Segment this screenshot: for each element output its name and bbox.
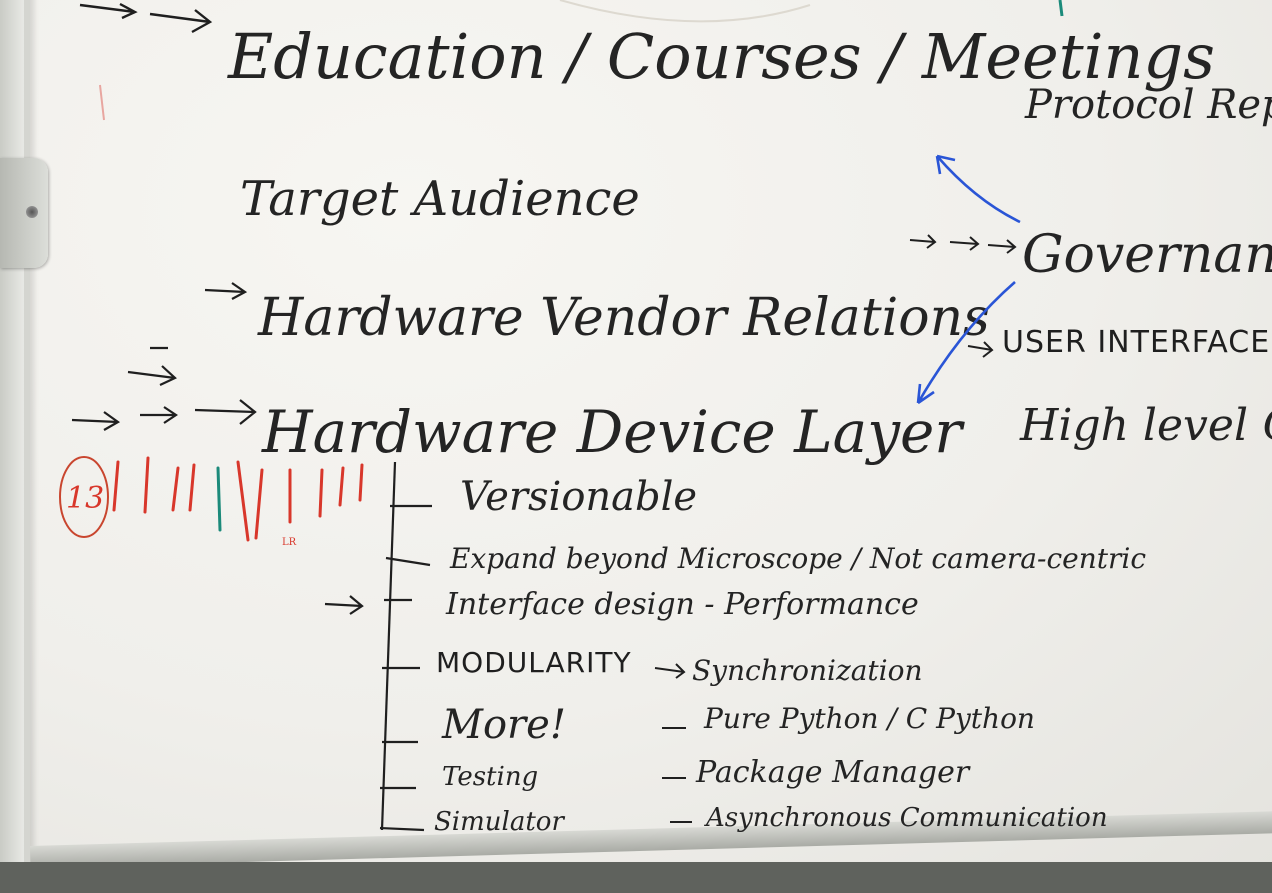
screw-icon: [26, 206, 38, 218]
blue-arrows: [916, 154, 1021, 405]
vote-circle: [59, 456, 109, 538]
arrow-user-interface: [967, 341, 994, 358]
arrow-hardware-vendor: [204, 282, 248, 300]
branch-item: More!: [441, 702, 566, 748]
branch-item: Expand beyond Microscope / Not camera-ce…: [449, 542, 1146, 575]
branch-item: Testing: [442, 762, 538, 792]
top-arrows: [79, 2, 213, 34]
side-note-marks: [654, 663, 692, 823]
tree-branches: [324, 461, 432, 832]
heading-hardware-vendor: Hardware Vendor Relations: [257, 288, 990, 348]
heading-education: Education / Courses / Meetings: [227, 20, 1215, 93]
heading-hardware-device: Hardware Device Layer: [261, 398, 965, 466]
branch-item: Simulator: [434, 807, 565, 837]
branch-item: Interface design - Performance: [445, 587, 919, 622]
side-note: Asynchronous Communication: [704, 803, 1108, 833]
vote-count: 13: [66, 481, 104, 516]
heading-protocol: Protocol Repeatable: [1024, 82, 1272, 128]
arrows-governance: [909, 234, 1017, 254]
heading-target-audience: Target Audience: [240, 171, 640, 227]
heading-governance: Governance /: [1022, 225, 1272, 285]
heading-high-level-qc: High level QC: [1019, 400, 1272, 451]
tally-marks: [112, 456, 364, 542]
teal-mark: [1058, 0, 1064, 17]
stray-red-mark: [99, 84, 105, 121]
floor: [0, 862, 1272, 893]
initials: LR: [282, 537, 297, 548]
heading-user-interface: USER INTERFACE: [1002, 325, 1270, 360]
whiteboard: [24, 0, 1272, 870]
erased-mark: [559, 0, 811, 23]
arrows-hardware-device: [71, 346, 257, 431]
side-note: Pure Python / C Python: [703, 702, 1035, 735]
board-clip: [0, 158, 48, 268]
branch-item: MODULARITY: [436, 646, 632, 679]
side-note: Package Manager: [695, 755, 971, 790]
side-note: Synchronization: [692, 654, 923, 687]
branch-item: Versionable: [460, 474, 697, 520]
